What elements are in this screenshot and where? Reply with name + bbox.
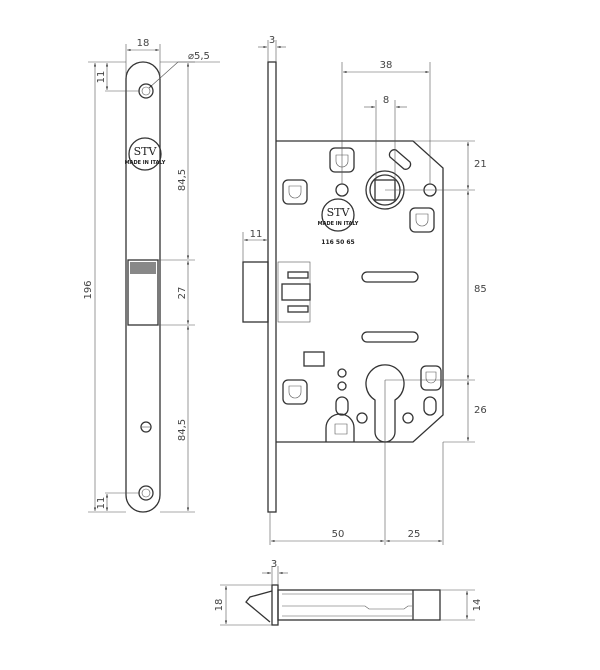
stv-logo-faceplate: STV MADE IN ITALY — [125, 137, 166, 171]
lock-body — [276, 140, 444, 443]
screw-hole — [335, 183, 349, 197]
svg-text:84,5: 84,5 — [177, 419, 188, 441]
svg-text:38: 38 — [380, 60, 393, 71]
small-block — [303, 351, 325, 367]
latch-tongue — [245, 590, 273, 623]
svg-text:11: 11 — [96, 497, 107, 510]
svg-text:84,5: 84,5 — [177, 169, 188, 191]
svg-text:18: 18 — [137, 38, 150, 49]
body-detail — [282, 593, 412, 617]
dimension-vertical-right: 21 85 26 — [385, 140, 487, 443]
svg-text:STV: STV — [327, 206, 351, 219]
svg-text:26: 26 — [474, 405, 487, 416]
dimension-total-height: 196 — [83, 62, 126, 513]
svg-text:196: 196 — [83, 280, 94, 299]
svg-text:14: 14 — [472, 599, 483, 612]
dimension-38: 38 — [341, 60, 431, 184]
forend-plate-top — [271, 584, 279, 626]
stv-logo-body: STV MADE IN ITALY — [318, 198, 359, 232]
dimension-top-hole-offset: 11 — [88, 61, 140, 92]
screw-hole-bottom — [138, 485, 154, 501]
dimension-top-plate-width: 18 — [214, 584, 272, 626]
svg-text:11: 11 — [250, 229, 263, 240]
dimension-width: 18 — [125, 38, 161, 78]
dimension-bottom-hole-offset: 11 — [96, 492, 140, 511]
lock-body-top — [277, 589, 441, 621]
dimension-8: 8 — [364, 95, 407, 180]
latch-bolt — [242, 261, 269, 323]
svg-text:50: 50 — [332, 529, 345, 540]
dimension-latch-projection: 11 — [242, 229, 267, 262]
dimension-backset: 50 25 — [269, 380, 444, 545]
guide-slot — [361, 271, 419, 283]
svg-text:18: 18 — [214, 599, 225, 612]
small-holes — [335, 368, 437, 424]
svg-text:27: 27 — [177, 287, 188, 300]
cylinder-keyhole — [365, 364, 405, 443]
svg-text:85: 85 — [474, 284, 487, 295]
svg-text:MADE IN ITALY: MADE IN ITALY — [125, 160, 166, 166]
dimension-body-width: 14 — [440, 589, 483, 621]
side-view: STV MADE IN ITALY 116 50 65 3 38 8 — [242, 35, 487, 545]
latch-opening-shade — [130, 262, 156, 274]
svg-text:11: 11 — [96, 71, 107, 84]
svg-text:8: 8 — [383, 95, 389, 106]
svg-text:3: 3 — [269, 35, 275, 46]
svg-text:25: 25 — [408, 529, 421, 540]
small-hole — [140, 421, 152, 433]
guide-slot — [361, 331, 419, 343]
top-view: 3 18 14 — [214, 559, 483, 626]
faceplate-view: STV MADE IN ITALY 18 ⌀5,5 11 196 — [83, 38, 220, 513]
mounting-lugs — [282, 147, 442, 442]
forend-plate — [267, 61, 277, 513]
part-number: 116 50 65 — [321, 239, 354, 246]
faceplate-outline — [125, 61, 161, 513]
slanted-slot — [388, 149, 412, 170]
svg-text:⌀5,5: ⌀5,5 — [188, 51, 210, 62]
dimension-faceplate-segments: 84,5 27 84,5 — [158, 61, 195, 513]
svg-text:STV: STV — [134, 145, 158, 158]
svg-text:MADE IN ITALY: MADE IN ITALY — [318, 221, 359, 227]
latch-opening — [127, 259, 159, 326]
dimension-top-plate-thickness: 3 — [262, 559, 288, 585]
svg-text:21: 21 — [474, 159, 487, 170]
dimension-plate-thickness: 3 — [258, 35, 286, 62]
latch-mechanism — [277, 261, 311, 323]
svg-text:3: 3 — [271, 559, 277, 570]
